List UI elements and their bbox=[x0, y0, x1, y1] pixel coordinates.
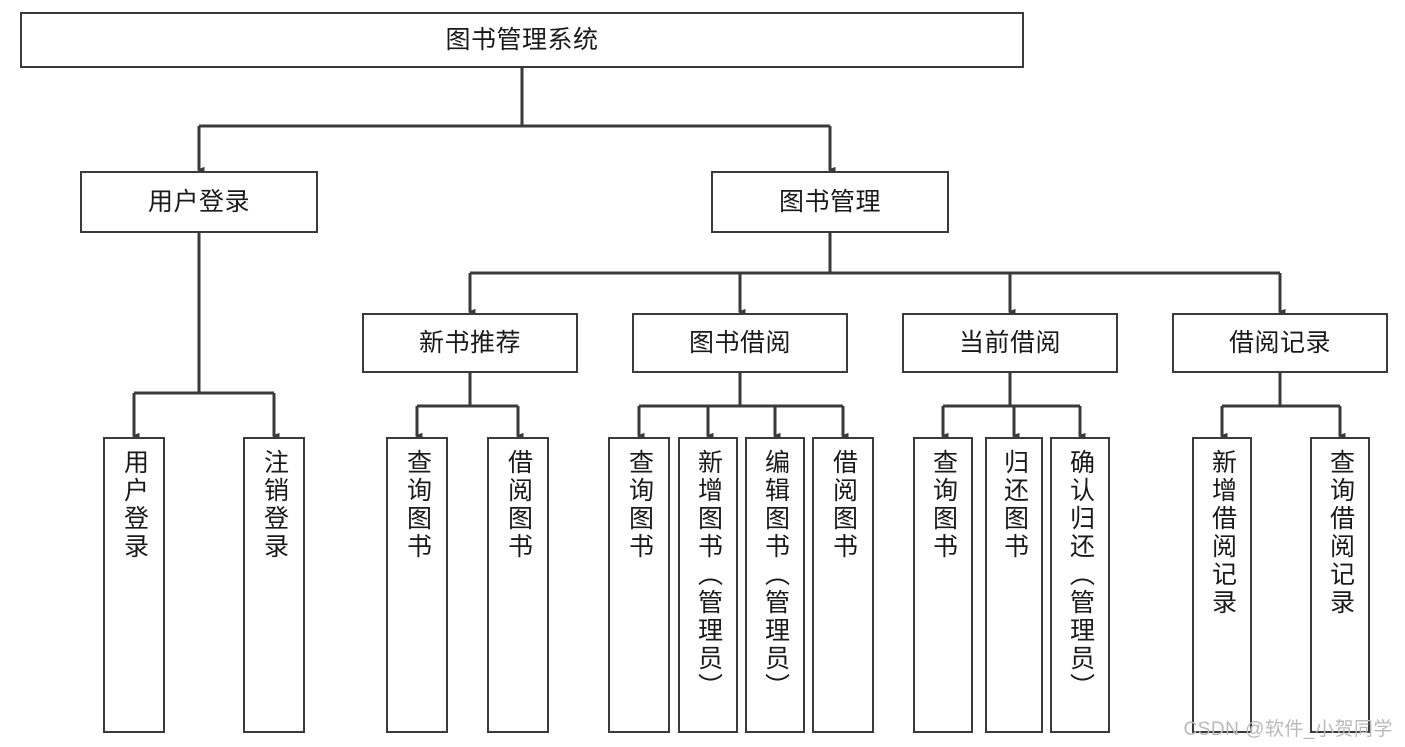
node-label: 查询图书 bbox=[403, 449, 432, 561]
node-label: 查询借阅记录 bbox=[1326, 449, 1355, 617]
node-cb-confirm[interactable]: 确认归还（管理员） bbox=[1050, 437, 1110, 733]
node-book-borrow[interactable]: 图书借阅 bbox=[632, 313, 848, 373]
node-label: 新增图书（管理员） bbox=[694, 449, 723, 701]
node-label: 借阅图书 bbox=[829, 449, 858, 561]
node-cb-query[interactable]: 查询图书 bbox=[913, 437, 973, 733]
node-root[interactable]: 图书管理系统 bbox=[20, 12, 1024, 68]
node-label: 借阅图书 bbox=[504, 449, 533, 561]
node-cb-return[interactable]: 归还图书 bbox=[985, 437, 1043, 733]
node-label: 确认归还（管理员） bbox=[1066, 449, 1095, 701]
node-label: 新增借阅记录 bbox=[1208, 449, 1237, 617]
node-bb-query[interactable]: 查询图书 bbox=[608, 437, 670, 733]
node-label: 归还图书 bbox=[1000, 449, 1029, 561]
node-label: 用户登录 bbox=[147, 188, 250, 216]
node-label: 图书管理 bbox=[778, 188, 881, 216]
node-user-login[interactable]: 用户登录 bbox=[80, 171, 318, 233]
node-br-add[interactable]: 新增借阅记录 bbox=[1192, 437, 1252, 733]
node-logout-do[interactable]: 注销登录 bbox=[243, 437, 305, 733]
node-label: 图书管理系统 bbox=[445, 26, 599, 54]
node-book-mgmt[interactable]: 图书管理 bbox=[711, 171, 949, 233]
node-bb-borrow[interactable]: 借阅图书 bbox=[812, 437, 874, 733]
node-label: 图书借阅 bbox=[688, 329, 791, 357]
node-bb-add[interactable]: 新增图书（管理员） bbox=[678, 437, 738, 733]
node-bb-edit[interactable]: 编辑图书（管理员） bbox=[745, 437, 805, 733]
node-label: 查询图书 bbox=[929, 449, 958, 561]
node-label: 用户登录 bbox=[120, 449, 149, 561]
node-label: 新书推荐 bbox=[418, 329, 521, 357]
node-rec-borrow[interactable]: 借阅图书 bbox=[487, 437, 549, 733]
node-label: 编辑图书（管理员） bbox=[761, 449, 790, 701]
node-label: 注销登录 bbox=[260, 449, 289, 561]
node-label: 借阅记录 bbox=[1228, 329, 1331, 357]
node-label: 查询图书 bbox=[625, 449, 654, 561]
node-new-book-rec[interactable]: 新书推荐 bbox=[362, 313, 578, 373]
node-borrow-record[interactable]: 借阅记录 bbox=[1172, 313, 1388, 373]
node-login-do[interactable]: 用户登录 bbox=[103, 437, 165, 733]
node-current-borrow[interactable]: 当前借阅 bbox=[902, 313, 1118, 373]
node-rec-query[interactable]: 查询图书 bbox=[386, 437, 448, 733]
node-label: 当前借阅 bbox=[958, 329, 1061, 357]
watermark: CSDN @软件_小贺同学 bbox=[1183, 719, 1393, 740]
node-br-query[interactable]: 查询借阅记录 bbox=[1310, 437, 1370, 733]
